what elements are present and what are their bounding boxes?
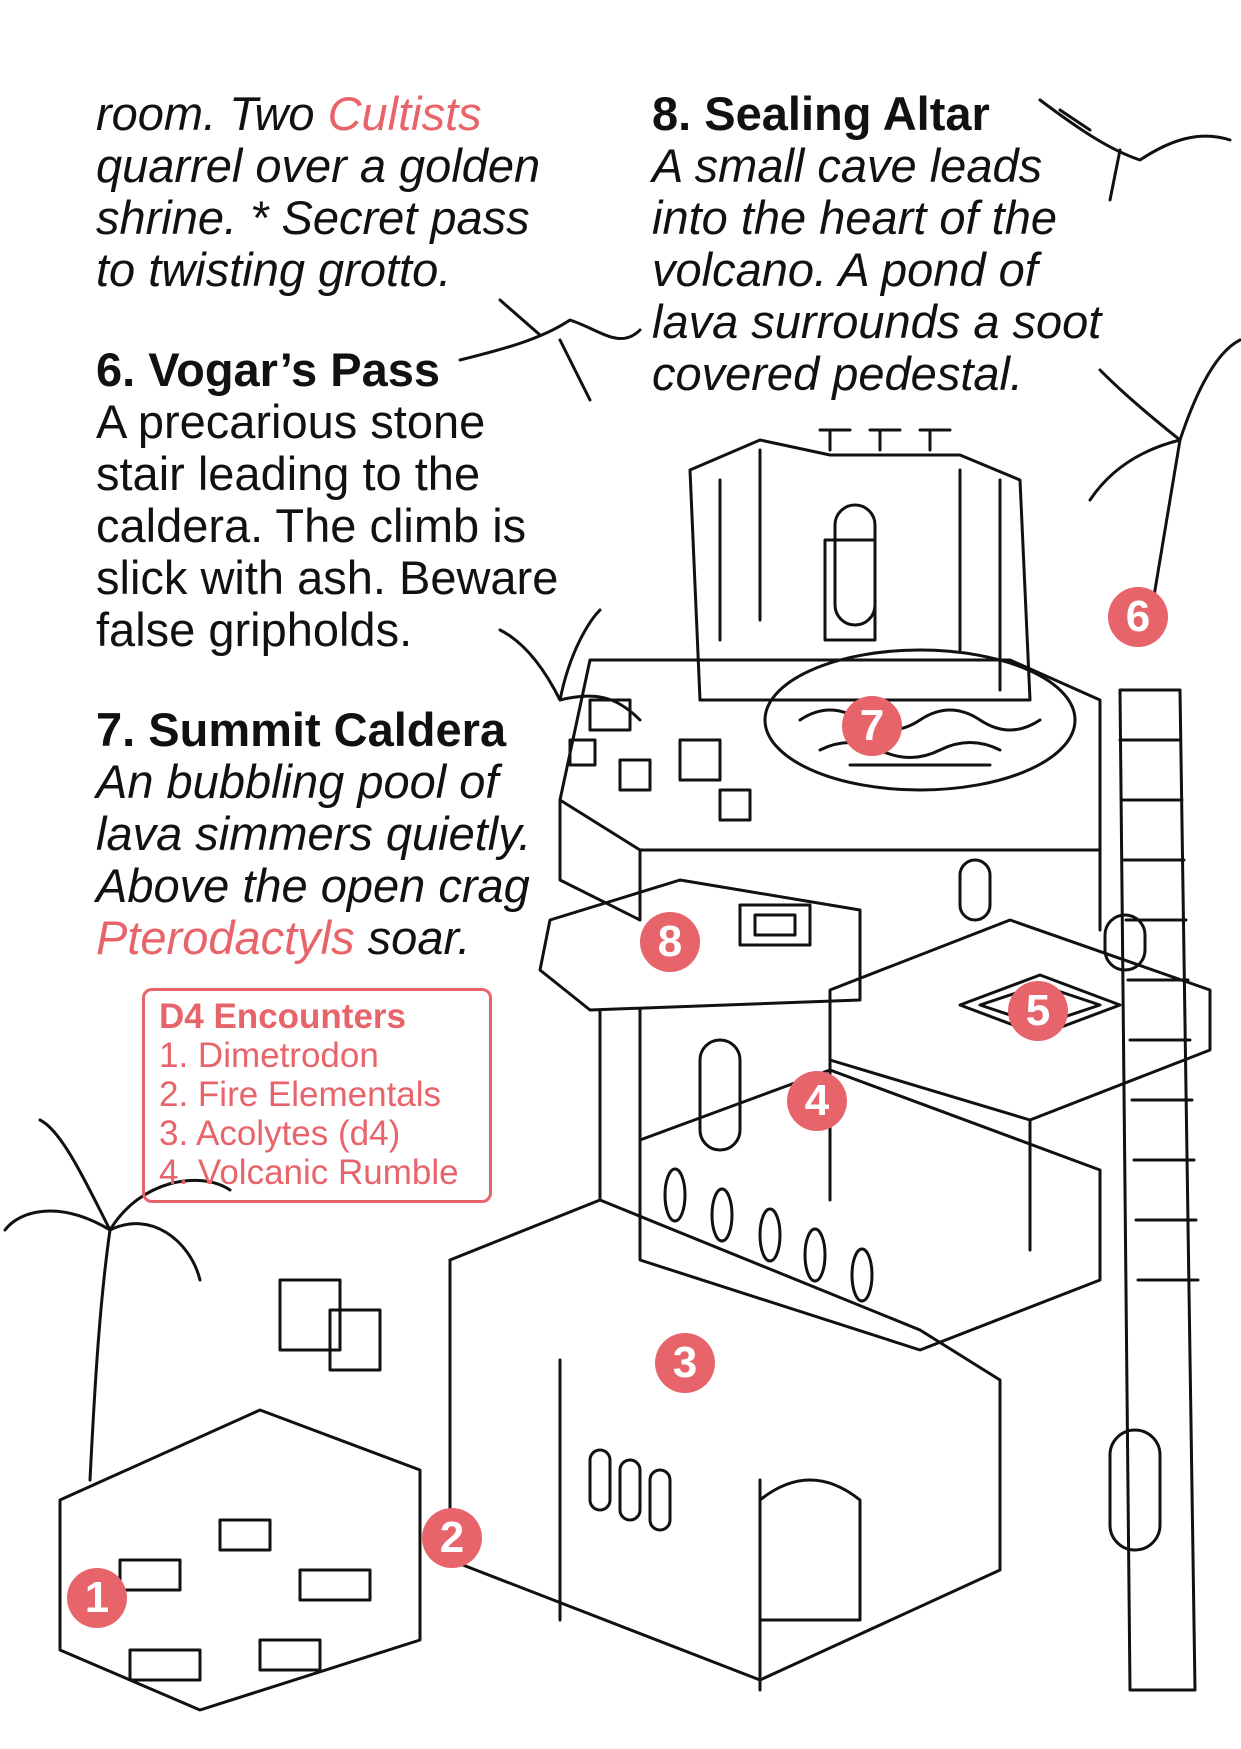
cultists-keyword: Cultists	[327, 87, 482, 140]
room-8-title: 8. Sealing Altar	[652, 87, 990, 140]
caldera-pool	[763, 648, 1077, 792]
encounter-item: 1. Dimetrodon	[159, 1036, 379, 1075]
room-8-description: 8. Sealing Altar A small cave leads into…	[652, 88, 1101, 400]
room-7-line: Above the open crag	[96, 859, 530, 912]
summit-tower	[688, 428, 1032, 702]
encounter-item: 3. Acolytes (d4)	[159, 1114, 401, 1153]
room-5-line-3: shrine. * Secret pass	[96, 191, 530, 244]
room-7-line: lava simmers quietly.	[96, 807, 532, 860]
room-8-line: covered pedestal.	[652, 347, 1024, 400]
room-6-line: slick with ash. Beware	[96, 551, 559, 604]
pterodactyl-icon	[458, 298, 642, 402]
lower-ruins	[58, 1278, 422, 1712]
room-8-line: lava surrounds a soot	[652, 295, 1102, 348]
room-8-line: volcano. A pond of	[652, 243, 1038, 296]
room-marker-1: 1	[67, 1568, 127, 1628]
room-marker-7: 7	[842, 696, 902, 756]
room-7-description: 7. Summit Caldera An bubbling pool of la…	[96, 704, 531, 964]
fern-plant	[498, 608, 642, 722]
encounter-table: D4 Encounters 1. Dimetrodon 2. Fire Elem…	[142, 988, 492, 1203]
altar-platform	[538, 878, 862, 1202]
caldera-walls	[558, 658, 1147, 972]
right-pillar	[1118, 688, 1200, 1692]
room-marker-6: 6	[1108, 587, 1168, 647]
room-6-title: 6. Vogar’s Pass	[96, 343, 440, 396]
room-5-line-2: quarrel over a golden	[96, 139, 541, 192]
room-7-line: An bubbling pool of	[96, 755, 499, 808]
room-marker-2: 2	[422, 1508, 482, 1568]
pterodactyl-icon	[1038, 98, 1232, 202]
middle-bridge	[638, 1038, 1102, 1352]
room-marker-4: 4	[787, 1071, 847, 1131]
room-6-line: A precarious stone	[96, 395, 486, 448]
room-6-description: 6. Vogar’s Pass A precarious stone stair…	[96, 344, 558, 656]
room-6-line: false gripholds.	[96, 603, 413, 656]
pterodactyls-keyword: Pterodactyls	[96, 911, 355, 964]
room-7-title: 7. Summit Caldera	[96, 703, 507, 756]
room-5-line-4: to twisting grotto.	[96, 243, 452, 296]
room-marker-3: 3	[655, 1333, 715, 1393]
encounter-item: 2. Fire Elementals	[159, 1075, 442, 1114]
main-courtyard	[448, 1198, 1162, 1692]
room-8-line: A small cave leads	[652, 139, 1043, 192]
room-7-line-tail: soar.	[354, 911, 471, 964]
room-6-line: stair leading to the	[96, 447, 481, 500]
room-5-line-1: room. Two	[96, 87, 328, 140]
encounter-item: 4. Volcanic Rumble	[159, 1153, 459, 1192]
room-6-line: caldera. The climb is	[96, 499, 527, 552]
palm-tree-right	[1088, 338, 1241, 622]
room-marker-8: 8	[640, 912, 700, 972]
room-5-continued: room. Two Cultists quarrel over a golden…	[96, 88, 540, 296]
room-marker-5: 5	[1008, 981, 1068, 1041]
upper-platform	[828, 918, 1212, 1252]
encounter-table-title: D4 Encounters	[159, 997, 406, 1036]
palm-tree-left	[3, 1118, 232, 1482]
room-8-line: into the heart of the	[652, 191, 1058, 244]
